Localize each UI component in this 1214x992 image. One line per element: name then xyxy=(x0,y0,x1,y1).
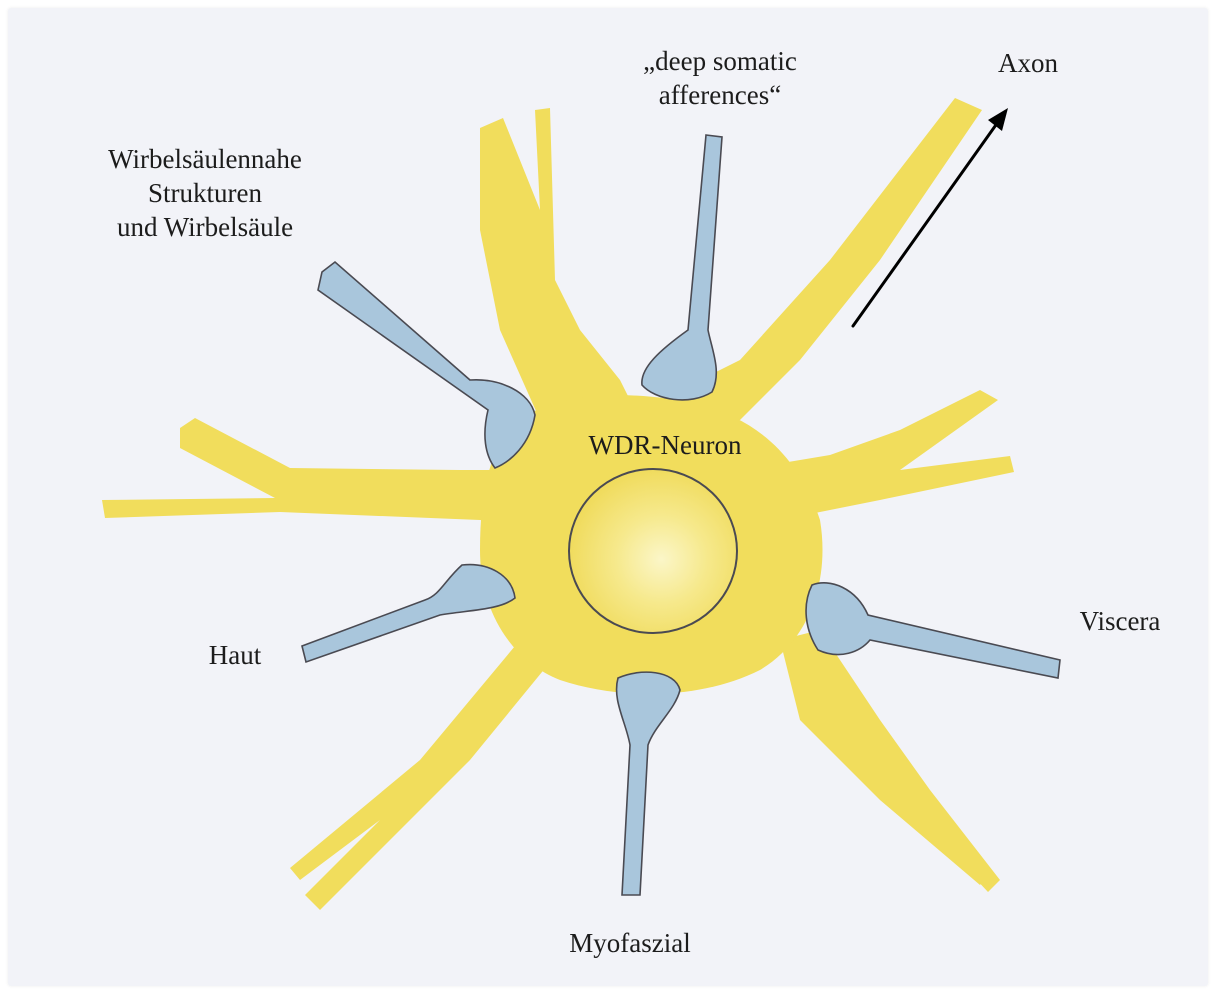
afferent-viscera xyxy=(806,583,1060,678)
nucleus xyxy=(569,469,737,633)
afferent-deep-somatic xyxy=(642,135,722,400)
label-skin: Haut xyxy=(190,638,280,672)
dendrite-bottom-left xyxy=(290,640,560,910)
label-spine-structures: Wirbelsäulennahe Strukturen und Wirbelsä… xyxy=(60,142,350,244)
afferent-myofascial xyxy=(617,672,680,895)
label-axon: Axon xyxy=(978,46,1078,80)
label-myofascial: Myofaszial xyxy=(540,926,720,960)
dendrite-bottom-right xyxy=(780,630,1000,892)
afferent-skin xyxy=(302,565,515,662)
label-deep-somatic-afferences: „deep somatic afferences“ xyxy=(600,44,840,112)
label-viscera: Viscera xyxy=(1060,604,1180,638)
label-wdr-neuron: WDR-Neuron xyxy=(560,428,770,462)
dendrite-top-left xyxy=(480,108,640,420)
